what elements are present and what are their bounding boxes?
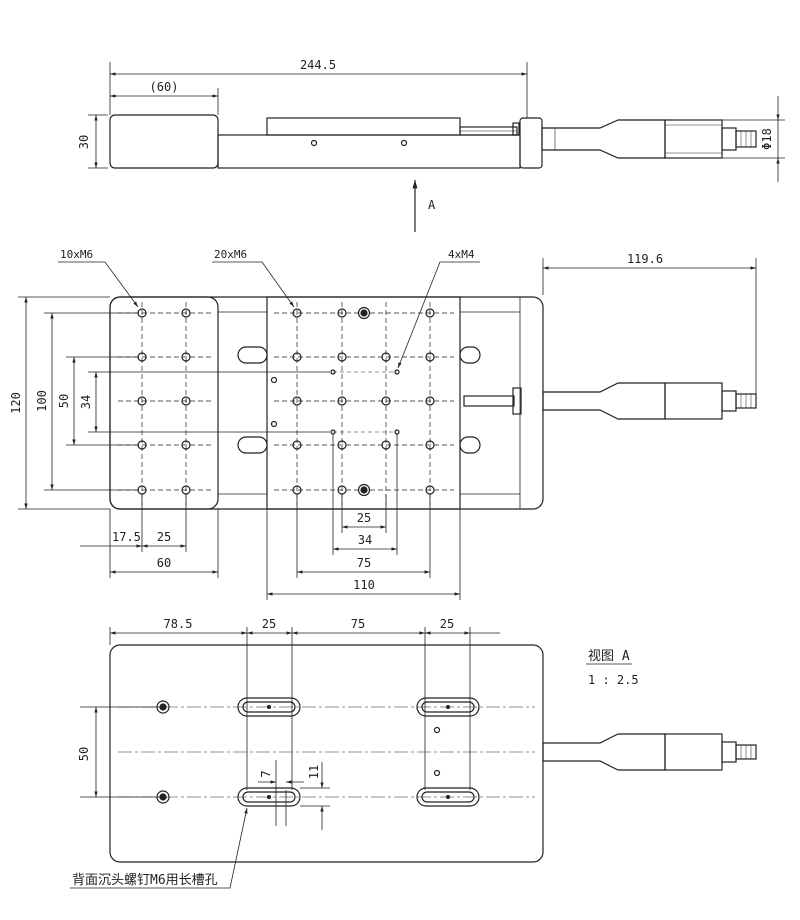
plan-left-block (109, 296, 219, 510)
dim-34-plan: 34 (79, 395, 93, 409)
side-carriage (266, 117, 461, 136)
side-thimble (664, 119, 723, 159)
dim-25-view-a-2: 25 (440, 617, 454, 631)
slot-bottom-right (416, 787, 480, 807)
dim-75-plan: 75 (357, 556, 371, 570)
dim-50-view-a: 50 (77, 747, 91, 761)
slot-top-left (237, 697, 301, 717)
dim-11: 11 (307, 765, 321, 779)
side-left-block (109, 114, 219, 169)
slot-bottom-left (237, 787, 301, 807)
callout-20xm6: 20xM6 (214, 248, 247, 261)
plan-view (18, 258, 757, 600)
dim-100: 100 (35, 390, 49, 412)
side-view (88, 62, 785, 232)
plan-carriage (266, 296, 461, 510)
slot-top-right (416, 697, 480, 717)
dim-60-paren: (60) (150, 80, 179, 94)
leader-10xm6 (58, 261, 139, 308)
side-base (217, 134, 521, 169)
plan-micrometer-body (542, 382, 666, 420)
dim-119-6: 119.6 (627, 252, 663, 266)
side-end-block (519, 117, 543, 169)
dim-25-left: 25 (157, 530, 171, 544)
dim-120: 120 (9, 392, 23, 414)
dim-75-view-a: 75 (351, 617, 365, 631)
side-micrometer-body (541, 119, 666, 159)
view-a-title: 视图 A (588, 649, 630, 664)
view-a-base-outline (109, 644, 544, 863)
view-a-scale: 1 : 2.5 (588, 673, 639, 687)
leader-slot-note (70, 807, 248, 889)
dim-25-mid: 25 (357, 511, 371, 525)
dim-78-5: 78.5 (164, 617, 193, 631)
plan-base-outline (109, 296, 544, 510)
dim-30: 30 (77, 135, 91, 149)
leader-4xm4 (397, 261, 480, 369)
view-a (70, 627, 757, 889)
arrow-label-a: A (428, 198, 436, 212)
callout-4xm4: 4xM4 (448, 248, 475, 261)
dim-7: 7 (259, 770, 273, 777)
view-a-micrometer-body (542, 733, 666, 771)
leader-20xm6 (212, 261, 295, 308)
dim-60-plan: 60 (157, 556, 171, 570)
plan-thimble (664, 382, 723, 420)
view-a-thimble (664, 733, 723, 771)
dim-244-5: 244.5 (300, 58, 336, 72)
dim-17-5: 17.5 (112, 530, 141, 544)
dim-50-plan: 50 (57, 394, 71, 408)
dim-phi-18: Φ18 (760, 128, 774, 150)
dim-110: 110 (353, 578, 375, 592)
callout-10xm6: 10xM6 (60, 248, 93, 261)
dim-34-bottom: 34 (358, 533, 372, 547)
slot-note: 背面沉头螺钉M6用长槽孔 (72, 873, 218, 888)
dim-25-view-a-1: 25 (262, 617, 276, 631)
